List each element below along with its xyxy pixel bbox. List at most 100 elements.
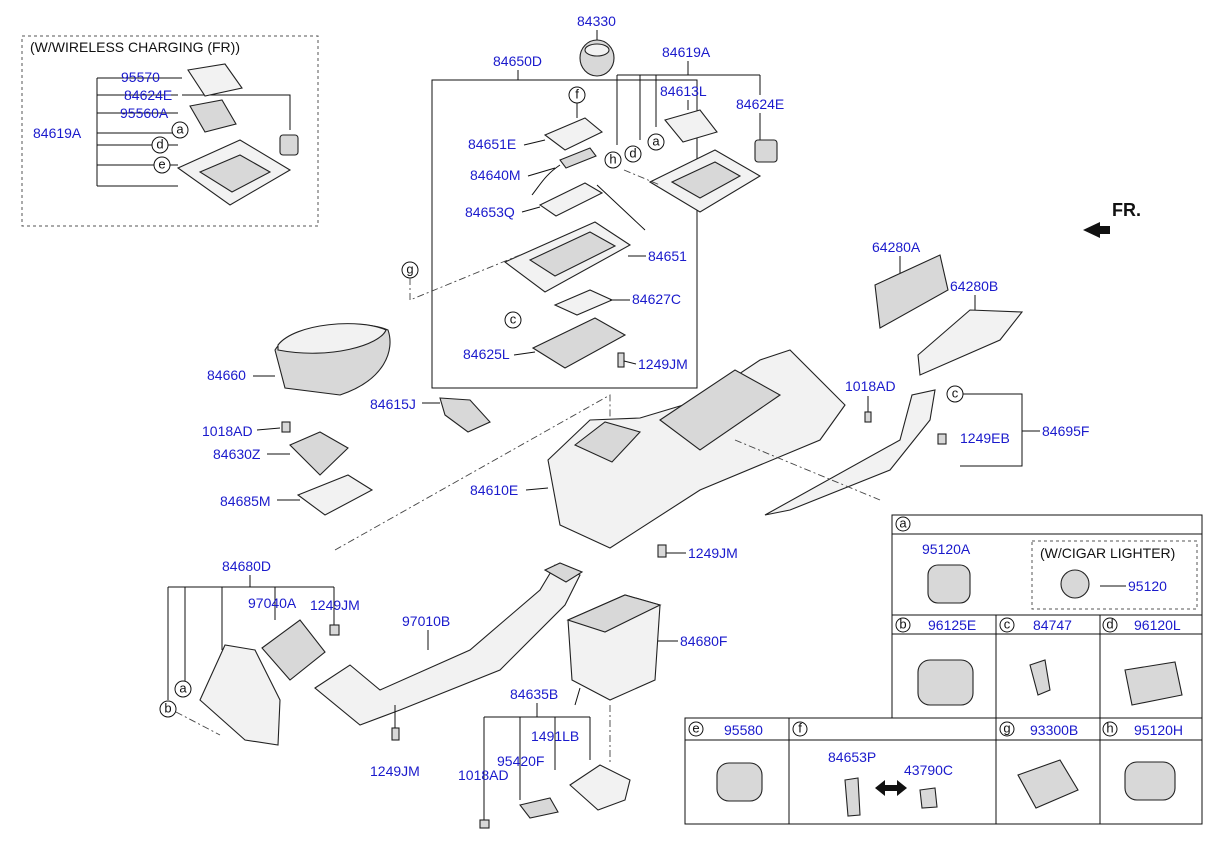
part-84625L <box>531 317 627 369</box>
callout-a-lower-letter: a <box>179 680 187 695</box>
legend-a-letter: a <box>899 515 907 530</box>
console-storage-bin <box>573 421 642 463</box>
pn-84650D: 84650D <box>493 53 542 69</box>
tray-84619A-pocket <box>670 161 742 199</box>
callout-h-letter: h <box>609 151 616 166</box>
callout-c-shifter-letter: c <box>510 311 517 326</box>
legend-cigar-lighter <box>1060 569 1090 599</box>
h-dash-leader <box>623 169 661 186</box>
screw-1249JM-low <box>657 544 667 558</box>
pn-95570: 95570 <box>121 69 160 85</box>
wireless-leader-lines <box>96 77 182 187</box>
pn-84695F: 84695F <box>1042 423 1089 439</box>
84680D-leaders <box>167 575 335 700</box>
pn-1018AD-left: 1018AD <box>202 423 253 439</box>
legend-e-part: 95580 <box>724 722 763 738</box>
screw-1018AD-bottom <box>479 819 490 829</box>
legend-e-letter: e <box>692 720 699 735</box>
callout-b <box>159 700 177 718</box>
pn-1249JM-vent: 1249JM <box>310 597 360 613</box>
legend-cigar-title: (W/CIGAR LIGHTER) <box>1040 545 1175 561</box>
front-indicator: FR. <box>1083 200 1141 238</box>
part-84627C <box>553 289 614 316</box>
screw-1018AD-right <box>864 411 872 423</box>
connector-84624E-top <box>754 139 778 163</box>
legend-c-part: 84747 <box>1033 617 1072 633</box>
callout-a-wireless-letter: a <box>176 121 184 136</box>
pn-84651E: 84651E <box>468 136 516 152</box>
84653Q-leader <box>521 206 541 213</box>
84640M-wire <box>531 164 561 196</box>
callout-d-top-letter: d <box>629 145 636 160</box>
double-arrow-icon <box>875 780 907 796</box>
console-tray-group: 84619A 84613L 84624E a d h <box>596 44 784 231</box>
callout-a-top-letter: a <box>652 133 660 148</box>
part-84695F-cover <box>764 389 936 516</box>
84619A-top-leaders <box>616 61 761 145</box>
pn-1018AD-bottom: 1018AD <box>458 767 509 783</box>
callout-g-letter: g <box>406 261 413 276</box>
wireless-tray-pocket <box>198 154 272 193</box>
part-84630Z <box>289 431 349 476</box>
pn-84630Z: 84630Z <box>213 446 261 462</box>
legend-f-circle <box>792 721 808 737</box>
84610E-leader <box>525 487 549 491</box>
pn-84660: 84660 <box>207 367 246 383</box>
legend-g-circle <box>999 721 1015 737</box>
legend-c-part-shape <box>1029 659 1051 696</box>
side-trim-group: 64280A 64280B <box>872 239 1024 376</box>
screw-1018AD-left <box>281 421 291 433</box>
tray-to-shifter-leader <box>596 184 646 231</box>
armrest-dash-leader <box>334 394 611 551</box>
pn-84625L: 84625L <box>463 346 510 362</box>
part-64280A <box>874 254 949 329</box>
vent-97040A <box>261 619 326 681</box>
armrest-group: 84660 84615J 1018AD 84630Z 84685M <box>202 323 611 551</box>
pn-84680F: 84680F <box>680 633 727 649</box>
legend-b-part: 96125E <box>928 617 976 633</box>
pn-1018AD-right: 1018AD <box>845 378 896 394</box>
pn-1249EB: 1249EB <box>960 430 1010 446</box>
pn-1491LB: 1491LB <box>531 728 579 744</box>
wireless-connector <box>279 134 299 156</box>
wireless-charger-95560A <box>189 99 237 133</box>
legend-a-circle <box>895 516 911 532</box>
legend-f-letter: f <box>798 720 802 735</box>
1249JM-mid-leader <box>623 360 637 365</box>
knob-top <box>584 43 610 57</box>
1018AD-left-leader <box>256 427 281 431</box>
armrest-cushion <box>277 323 387 354</box>
callout-f-letter: f <box>575 86 579 101</box>
legend-g-part: 93300B <box>1030 722 1078 738</box>
legend-e-circle <box>688 721 704 737</box>
wireless-inset-title: (W/WIRELESS CHARGING (FR)) <box>30 39 240 55</box>
screw-1249JM-mid <box>617 352 625 368</box>
legend-h-cell <box>1099 717 1203 825</box>
pn-95560A: 95560A <box>120 105 169 121</box>
callout-d-wireless-letter: d <box>156 136 163 151</box>
legend-h-letter: h <box>1106 720 1113 735</box>
knob-group: 84330 <box>577 13 616 77</box>
console-dash-leader <box>734 439 881 501</box>
legend-table: a 95120A (W/CIGAR LIGHTER) 95120 b 96125… <box>684 514 1203 825</box>
legend-g-part-shape <box>1017 759 1079 809</box>
pn-84624E-left: 84624E <box>124 87 172 103</box>
g-dash-leader <box>409 254 521 301</box>
bin-wire <box>574 687 581 706</box>
legend-b-letter: b <box>899 616 906 631</box>
legend-a-part: 95120A <box>922 541 971 557</box>
pn-64280A: 64280A <box>872 239 921 255</box>
legend-h-circle <box>1102 721 1118 737</box>
pn-1249JM-bottom: 1249JM <box>370 763 420 779</box>
console-shifter-opening <box>659 369 782 451</box>
legend-f-part1: 84653P <box>828 749 876 765</box>
callout-h <box>604 151 622 169</box>
pn-84613L: 84613L <box>660 83 707 99</box>
shifter-box-frame <box>431 70 698 389</box>
callout-d-top <box>624 145 642 163</box>
bracket-84635B <box>569 764 631 811</box>
pn-84651: 84651 <box>648 248 687 264</box>
callout-e-wireless-letter: e <box>158 156 165 171</box>
pn-97040A: 97040A <box>248 595 297 611</box>
